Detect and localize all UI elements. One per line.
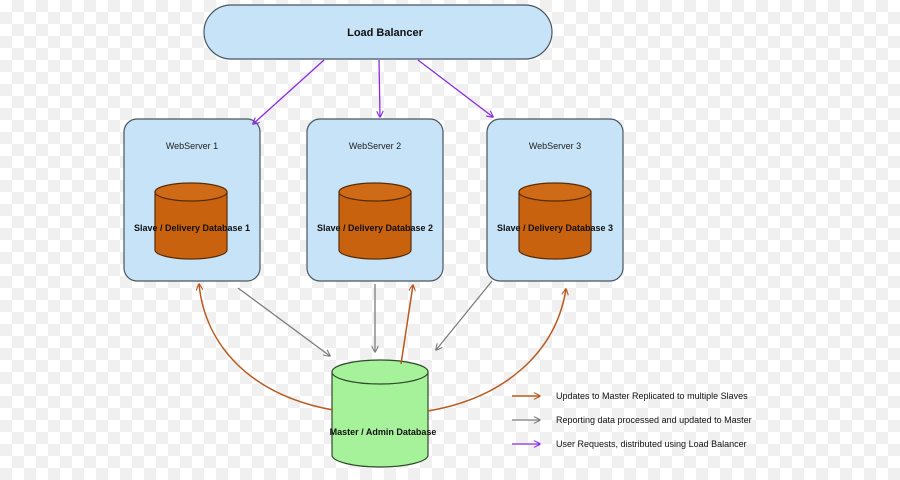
replication-arrow-webserver-3: [427, 289, 566, 412]
webserver-2: WebServer 2 Slave / Delivery Database 2: [306, 118, 444, 282]
master-database-cylinder: [331, 359, 429, 468]
reporting-arrow-webserver-1: [237, 287, 330, 356]
legend: Updates to Master Replicated to multiple…: [512, 391, 752, 449]
cylinder-body: [154, 191, 228, 260]
cylinder-top: [331, 359, 429, 385]
master-database-label: Master / Admin Database: [330, 427, 437, 437]
request-arrow-webserver-1: [253, 59, 325, 124]
legend-replication-text: Updates to Master Replicated to multiple…: [556, 391, 748, 401]
legend-request-text: User Requests, distributed using Load Ba…: [556, 439, 747, 449]
webserver-1: WebServer 1 Slave / Delivery Database 1: [123, 118, 261, 282]
slave-database-3-label: Slave / Delivery Database 3: [497, 223, 613, 233]
request-arrow-webserver-3: [417, 59, 493, 117]
webserver-3: WebServer 3 Slave / Delivery Database 3: [486, 118, 624, 282]
slave-database-3: [518, 182, 592, 260]
load-balancer-label: Load Balancer: [347, 27, 424, 39]
request-arrow-webserver-2: [379, 59, 380, 117]
connectors: [199, 59, 566, 412]
replication-arrow-webserver-1: [199, 284, 334, 411]
legend-item-replication: Updates to Master Replicated to multiple…: [512, 391, 748, 401]
replication-arrow-webserver-2: [400, 285, 413, 365]
reporting-arrow-webserver-3: [436, 280, 493, 350]
master-database: Master / Admin Database: [330, 359, 437, 468]
legend-item-request: User Requests, distributed using Load Ba…: [512, 439, 747, 449]
webserver-3-label: WebServer 3: [529, 141, 581, 151]
webserver-1-label: WebServer 1: [166, 141, 218, 151]
webserver-2-label: WebServer 2: [349, 141, 401, 151]
slave-database-2: [338, 182, 412, 260]
cylinder-body: [338, 191, 412, 260]
load-balancer-shape: [203, 4, 553, 60]
cylinder-body: [331, 371, 429, 468]
cylinder-top: [518, 182, 592, 202]
slave-database-1-label: Slave / Delivery Database 1: [134, 223, 250, 233]
cylinder-top: [338, 182, 412, 202]
slave-database-1: [154, 182, 228, 260]
load-balancer: Load Balancer: [203, 4, 553, 60]
cylinder-body: [518, 191, 592, 260]
cylinder-top: [154, 182, 228, 202]
slave-database-2-label: Slave / Delivery Database 2: [317, 223, 433, 233]
legend-item-reporting: Reporting data processed and updated to …: [512, 415, 752, 425]
legend-reporting-text: Reporting data processed and updated to …: [556, 415, 752, 425]
